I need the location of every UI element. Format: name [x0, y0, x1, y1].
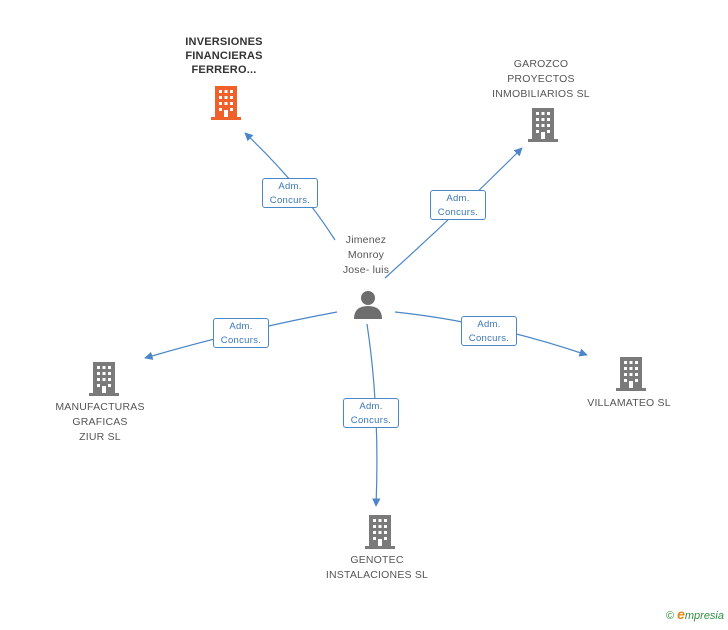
- role-badge-line1: Adm.: [446, 193, 470, 204]
- company-node-villamateo[interactable]: VILLAMATEO SL: [572, 396, 686, 411]
- company-node-inversiones[interactable]: INVERSIONES FINANCIERAS FERRERO...: [160, 35, 288, 77]
- brand-name: mpresia: [684, 610, 724, 622]
- role-badge-line2: Concurs.: [220, 335, 262, 346]
- role-badge-line1: Adm.: [477, 319, 501, 330]
- building-icon-manufacturas[interactable]: [88, 362, 120, 396]
- role-badge-line1: Adm.: [229, 321, 253, 332]
- copyright-icon: ©: [665, 610, 675, 622]
- building-icon-inversiones[interactable]: [210, 86, 242, 120]
- role-badge-line1: Adm.: [278, 181, 302, 192]
- role-badge-line2: Concurs.: [468, 333, 510, 344]
- role-badge-line2: Concurs.: [350, 415, 392, 426]
- building-icon-genotec[interactable]: [364, 515, 396, 549]
- company-node-garozco[interactable]: GAROZCO PROYECTOS INMOBILIARIOS SL: [478, 57, 604, 102]
- person-node-center[interactable]: Jimenez Monroy Jose- luis: [318, 233, 414, 278]
- company-name-inversiones: INVERSIONES FINANCIERAS FERRERO...: [185, 36, 263, 76]
- company-name-genotec: GENOTEC INSTALACIONES SL: [325, 554, 429, 581]
- role-badge-line1: Adm.: [359, 401, 383, 412]
- building-icon-garozco[interactable]: [527, 108, 559, 142]
- building-icon-villamateo[interactable]: [615, 357, 647, 391]
- person-icon[interactable]: [352, 288, 384, 320]
- role-badge-line2: Concurs.: [437, 207, 479, 218]
- role-badge-inversiones[interactable]: Adm. Concurs.: [262, 178, 318, 208]
- company-name-manufacturas: MANUFACTURAS GRAFICAS ZIUR SL: [55, 401, 145, 443]
- company-node-genotec[interactable]: GENOTEC INSTALACIONES SL: [312, 553, 442, 583]
- company-name-garozco: GAROZCO PROYECTOS INMOBILIARIOS SL: [492, 58, 590, 100]
- role-badge-manufacturas[interactable]: Adm. Concurs.: [213, 318, 269, 348]
- role-badge-villamateo[interactable]: Adm. Concurs.: [461, 316, 517, 346]
- company-node-manufacturas[interactable]: MANUFACTURAS GRAFICAS ZIUR SL: [40, 400, 160, 445]
- brand-initial: e: [677, 606, 685, 622]
- person-name: Jimenez Monroy Jose- luis: [342, 234, 390, 276]
- company-name-villamateo: VILLAMATEO SL: [587, 397, 671, 409]
- role-badge-genotec[interactable]: Adm. Concurs.: [343, 398, 399, 428]
- brand-logo: ©empresia: [666, 606, 724, 622]
- role-badge-line2: Concurs.: [269, 195, 311, 206]
- role-badge-garozco[interactable]: Adm. Concurs.: [430, 190, 486, 220]
